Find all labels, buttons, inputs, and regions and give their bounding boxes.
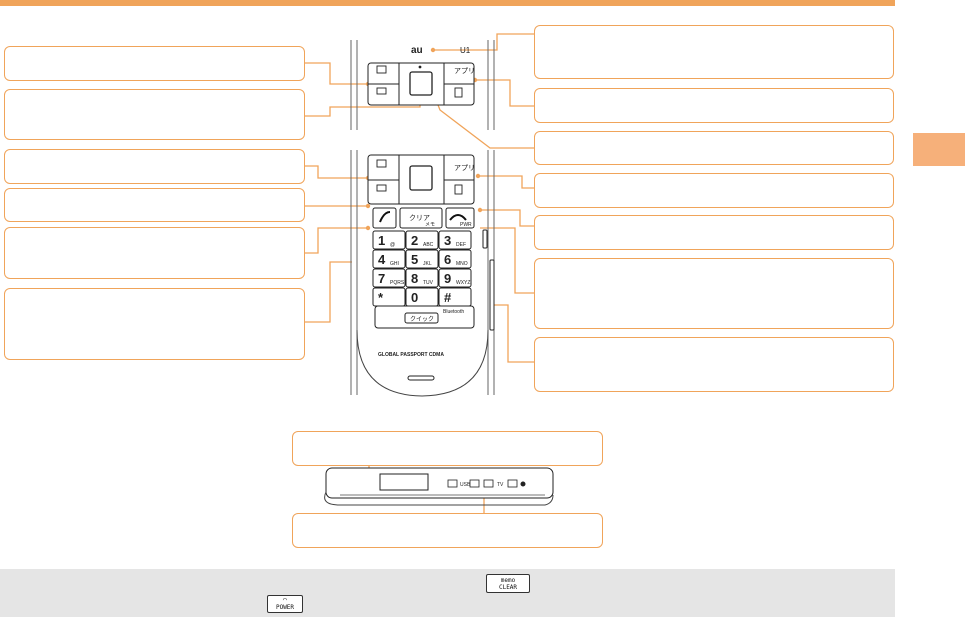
- power-key-label: PWR: [460, 222, 472, 228]
- keypad-digit: 4: [378, 252, 386, 267]
- callout-left-2: [4, 89, 305, 140]
- keypad-key: [405, 249, 439, 269]
- keypad-key: [372, 287, 406, 307]
- keypad-letters: DEF: [456, 242, 466, 248]
- keypad-key: [372, 230, 406, 250]
- callout-left-6: [4, 288, 305, 360]
- call-icon: [379, 211, 391, 223]
- keypad-digit: 0: [411, 290, 418, 305]
- keypad-key: [438, 287, 472, 307]
- keypad-key: [438, 268, 472, 288]
- model-label: U1: [460, 46, 471, 55]
- keypad-letters: JKL: [423, 261, 432, 267]
- phone-front-view: [350, 150, 495, 397]
- front-mail-icon: [376, 184, 387, 192]
- callout-left-5: [4, 227, 305, 279]
- keypad-digit: 1: [378, 233, 385, 248]
- keypad-letters: PQRS: [390, 280, 405, 286]
- clear-key-label: クリア: [409, 214, 430, 222]
- keypad-digit: 7: [378, 271, 385, 286]
- keypad-digit: 6: [444, 252, 451, 267]
- chapter-tab: [913, 133, 965, 166]
- memo-key-label: メモ: [425, 222, 435, 228]
- end-call-icon: [449, 214, 467, 221]
- callout-right-7: [534, 337, 894, 392]
- callout-right-4: [534, 173, 894, 208]
- book-icon: [376, 65, 387, 74]
- front-app-label: アプリ: [454, 164, 475, 172]
- keypad-digit: 2: [411, 233, 418, 248]
- callout-right-1: [534, 25, 894, 79]
- callout-right-5: [534, 215, 894, 250]
- keypad-letters: WXYZ: [456, 280, 470, 286]
- brand-label: au: [411, 45, 423, 56]
- keypad-key: [405, 230, 439, 250]
- cdma-label: GLOBAL PASSPORT CDMA: [378, 352, 444, 358]
- clear-key: [399, 207, 443, 229]
- keypad-key: [438, 230, 472, 250]
- callout-left-1: [4, 46, 305, 81]
- quick-key-label: クイック: [410, 316, 434, 323]
- power-key-icon: ◠ POWER: [267, 595, 303, 613]
- keypad-digit: *: [378, 290, 384, 305]
- top-app-label: アプリ: [454, 67, 475, 75]
- keypad-letters: TUV: [423, 280, 434, 286]
- quick-key: [404, 312, 439, 324]
- clear-label: CLEAR: [498, 583, 518, 591]
- callout-left-4: [4, 188, 305, 222]
- power-label: POWER: [275, 604, 295, 611]
- mail-icon: [376, 87, 387, 95]
- keypad-letters: @: [390, 242, 395, 248]
- tv-label: TV: [497, 482, 504, 488]
- phone-side-view: [324, 467, 554, 506]
- front-media-icon: [454, 184, 463, 195]
- keypad-digit: 3: [444, 233, 451, 248]
- callout-right-6: [534, 258, 894, 329]
- power-key: [445, 207, 475, 229]
- keypad-digit: 9: [444, 271, 451, 286]
- callout-right-2: [534, 88, 894, 123]
- keypad-letters: GHI: [390, 261, 399, 267]
- media-key-icon: [454, 87, 463, 98]
- power-arc-icon: ◠: [282, 596, 288, 604]
- keypad-digit: #: [444, 290, 452, 305]
- keypad-key: [405, 287, 439, 307]
- keypad-letters: MNO: [456, 261, 468, 267]
- callout-left-3: [4, 149, 305, 184]
- front-book-icon: [376, 159, 387, 168]
- callout-side-bottom: [292, 513, 603, 548]
- memo-clear-key-icon: memo CLEAR: [486, 574, 530, 593]
- keypad-key: [438, 249, 472, 269]
- keypad-key: [372, 249, 406, 269]
- keypad-key: [372, 268, 406, 288]
- bottom-note-bar: memo CLEAR ◠ POWER: [0, 569, 895, 617]
- top-accent-bar: [0, 0, 895, 6]
- phone-top-view: [350, 40, 495, 130]
- keypad-digit: 5: [411, 252, 418, 267]
- memo-label: memo: [500, 576, 516, 584]
- usb-label: USB: [460, 482, 471, 488]
- keypad-digit: 8: [411, 271, 418, 286]
- call-key: [372, 207, 397, 229]
- keypad-key: [405, 268, 439, 288]
- callout-side-top: [292, 431, 603, 466]
- bluetooth-label: Bluetooth: [443, 309, 464, 315]
- callout-right-3: [534, 131, 894, 165]
- keypad-letters: ABC: [423, 242, 434, 248]
